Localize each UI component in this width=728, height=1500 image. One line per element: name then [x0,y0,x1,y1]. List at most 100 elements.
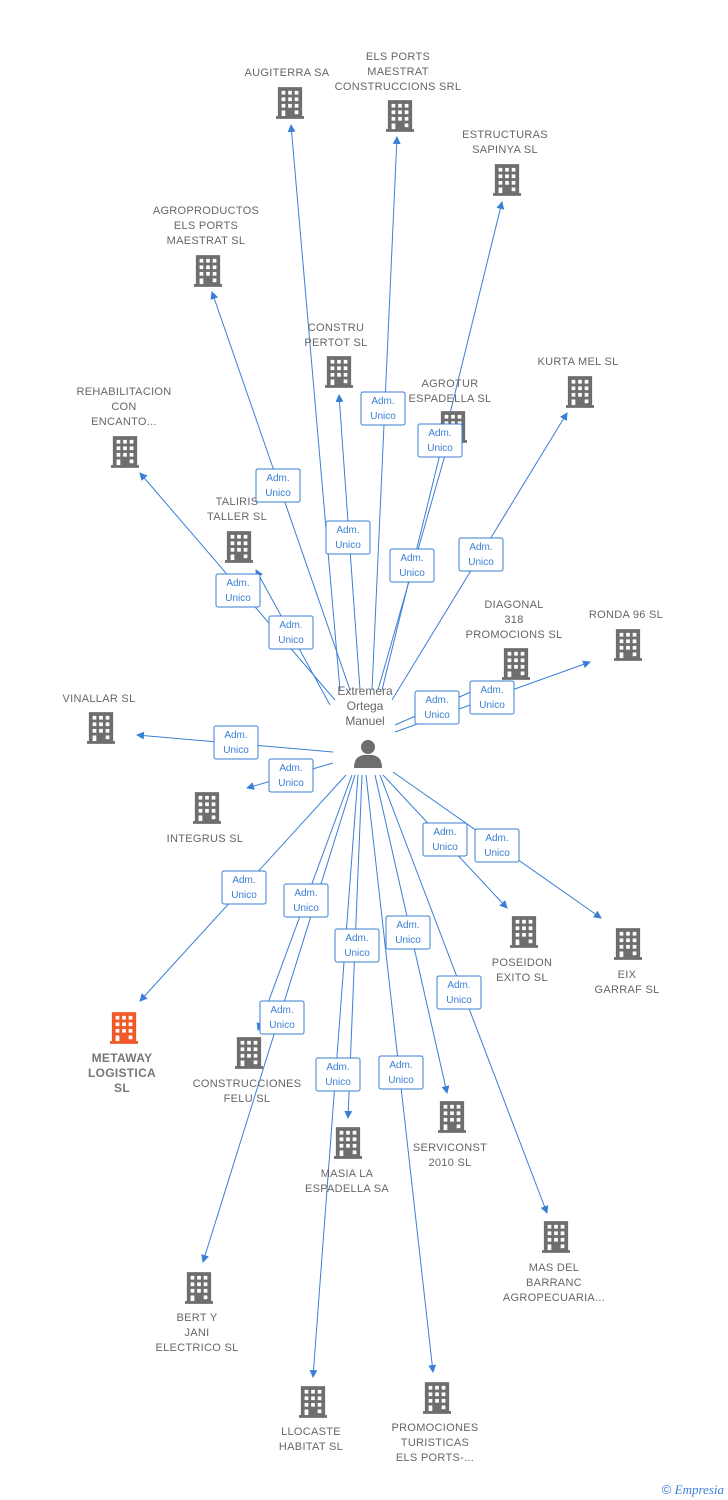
edge-label-estructuras[interactable]: Adm.Unico [417,423,463,458]
company-node-constru-pertot[interactable]: CONSTRU PERTOT SL [304,322,367,388]
edge-label-els-ports[interactable]: Adm.Unico [360,391,406,426]
edge-label-felu[interactable]: Adm.Unico [283,883,329,918]
edge-label-text: Adm. [485,833,508,844]
edge-label-text: Adm. [279,620,302,631]
company-label: ESTRUCTURAS [462,129,548,141]
edge-label-integrus[interactable]: Adm.Unico [268,758,314,793]
edge-label-vinallar[interactable]: Adm.Unico [213,725,259,760]
company-label: PROMOCIONES [391,1422,478,1434]
company-label: ESPADELLA SL [409,393,492,405]
company-node-estructuras[interactable]: ESTRUCTURAS SAPINYA SL [462,129,548,196]
company-label: SAPINYA SL [472,144,538,156]
building-icon [194,255,222,287]
company-node-integrus[interactable]: INTEGRUS SL [167,792,244,845]
edge-label-text: Adm. [447,980,470,991]
building-icon [438,1101,466,1133]
building-icon [502,648,530,680]
company-label: DIAGONAL [484,599,543,611]
company-label: INTEGRUS SL [167,833,244,845]
edge-label-masia[interactable]: Adm.Unico [334,928,380,963]
company-node-kurta-mel[interactable]: KURTA MEL SL [537,356,618,408]
company-label: LLOCASTE [281,1426,341,1438]
person-label: Extremera [337,684,393,698]
company-node-vinallar[interactable]: VINALLAR SL [62,693,135,744]
company-label: CONSTRUCCIONS SRL [335,81,462,93]
company-label: KURTA MEL SL [537,356,618,368]
edge-label-rehabilitacion[interactable]: Adm.Unico [268,615,314,650]
edge-label-text: Adm. [226,578,249,589]
company-label: 2010 SL [428,1157,471,1169]
edge-label-text: Adm. [469,542,492,553]
brand-name: Empresia [674,1482,724,1497]
building-icon [493,164,521,196]
company-label: CON [111,401,136,413]
building-icon [111,436,139,468]
building-icon [110,1012,138,1044]
company-label: EXITO SL [496,972,548,984]
company-node-augiterra[interactable]: AUGITERRA SA [245,67,330,119]
building-icon [325,356,353,388]
company-label: MAESTRAT [367,66,428,78]
edge-label-text: Unico [388,1075,414,1086]
company-label: AGROPRODUCTOS [153,205,259,217]
edge-label-serviconst[interactable]: Adm.Unico [385,915,431,950]
edge-label-promociones[interactable]: Adm.Unico [378,1055,424,1090]
edge-label-eix-garraf[interactable]: Adm.Unico [474,828,520,863]
edge-augiterra [287,124,341,691]
edge-label-ronda96[interactable]: Adm.Unico [469,680,515,715]
company-label: BARRANC [526,1277,582,1289]
edge-label-mas-del-barranc[interactable]: Adm.Unico [436,975,482,1010]
company-label: 318 [504,614,523,626]
edge-label-agroproductos[interactable]: Adm. Unico [255,468,301,503]
edge-label-text: Adm. [266,473,289,484]
edge-label-text: Unico [424,710,450,721]
company-label: MAS DEL [529,1262,579,1274]
edge-label-text: Unico [399,568,425,579]
company-label: CONSTRU [308,322,365,334]
edge-label-poseidon[interactable]: Adm.Unico [422,822,468,857]
edge-label-constru-pertot[interactable]: Adm.Unico [325,520,371,555]
edge-label-text: Adm. [433,827,456,838]
edge-label-text: Adm. [480,685,503,696]
edge-label-text: Unico [265,488,291,499]
company-label: ELS PORTS [174,220,238,232]
building-icon [193,792,221,824]
company-node-ronda96[interactable]: RONDA 96 SL [589,609,663,661]
company-label: MASIA LA [321,1168,374,1180]
building-icon [614,629,642,661]
company-label: VINALLAR SL [62,693,135,705]
edge-label-text: Adm. [279,763,302,774]
edge-label-kurta-mel[interactable]: Adm. Unico [458,537,504,572]
edge-label-diagonal[interactable]: Adm.Unico [414,690,460,725]
edge-label-text: Adm. [270,1005,293,1016]
company-node-mas-del-barranc[interactable]: MAS DELBARRANCAGROPECUARIA... [503,1221,605,1304]
company-label: TALIRIS [216,496,259,508]
edge-label-taliris[interactable]: Adm.Unico [215,573,261,608]
company-label: PERTOT SL [304,337,367,349]
edge-label-text: Unico [231,890,257,901]
company-label: RONDA 96 SL [589,609,663,621]
company-label: METAWAY [92,1051,153,1065]
building-icon [87,712,115,744]
edge-label-metaway[interactable]: Adm.Unico [221,870,267,905]
edge-label-bert-jani[interactable]: Adm.Unico [259,1000,305,1035]
company-node-rehabilitacion[interactable]: REHABILITACIONCONENCANTO... [76,386,171,468]
edge-label-llocaste[interactable]: Adm.Unico [315,1057,361,1092]
edge-label-agrotur[interactable]: Adm.Unico [389,548,435,583]
edge-label-text: Unico [468,557,494,568]
